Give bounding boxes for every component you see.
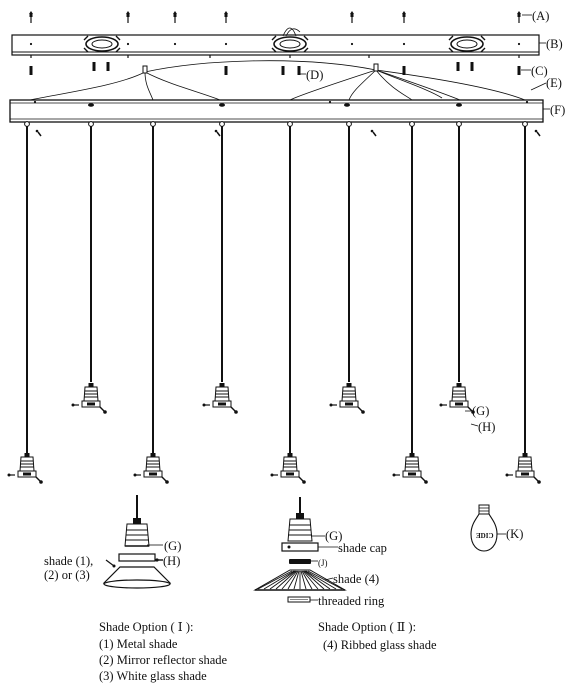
bracket-ring bbox=[448, 35, 486, 53]
label-h-main: (H) bbox=[478, 420, 496, 434]
option1-item-2: (2) Mirror reflector shade bbox=[99, 653, 228, 667]
edison-bulb-icon bbox=[470, 504, 506, 552]
option2-item-1: (4) Ribbed glass shade bbox=[323, 638, 437, 652]
label-e: (E) bbox=[546, 76, 562, 90]
bracket-ring bbox=[83, 35, 121, 53]
label-f: (F) bbox=[550, 103, 566, 117]
label-g-main: (G) bbox=[472, 404, 490, 418]
shade-option-2-assembly bbox=[253, 497, 347, 603]
canopy-bar-b bbox=[11, 27, 540, 58]
option2-title: Shade Option ( Ⅱ ): bbox=[318, 620, 417, 634]
bar-screws bbox=[35, 129, 541, 137]
label-j: (J) bbox=[318, 558, 328, 568]
label-a: (A) bbox=[532, 9, 550, 23]
option1-item-1: (1) Metal shade bbox=[99, 637, 178, 651]
pendant-sockets bbox=[6, 382, 542, 485]
wires-top bbox=[29, 60, 526, 101]
label-shade-opt1-line2: (2) or (3) bbox=[44, 568, 90, 582]
label-g-opt2: (G) bbox=[325, 529, 343, 543]
label-c: (C) bbox=[531, 64, 548, 78]
main-bar-f bbox=[9, 99, 544, 123]
cord-caps bbox=[24, 121, 528, 127]
label-shade-cap: shade cap bbox=[338, 541, 387, 555]
label-shade4: shade (4) bbox=[333, 572, 380, 586]
label-shade-opt1-line1: shade (1), bbox=[44, 554, 94, 568]
option1-title: Shade Option ( Ⅰ ): bbox=[99, 620, 194, 634]
ribbed-shade bbox=[253, 569, 347, 591]
shade-option-1-assembly bbox=[102, 495, 172, 589]
bracket-ring bbox=[271, 35, 309, 53]
option1-item-3: (3) White glass shade bbox=[99, 669, 207, 683]
label-b: (B) bbox=[546, 37, 563, 51]
label-k: (K) bbox=[506, 527, 524, 541]
label-h-opt1: (H) bbox=[163, 554, 181, 568]
mounting-bolts bbox=[29, 11, 521, 23]
label-threaded-ring: threaded ring bbox=[318, 594, 385, 608]
bulb-text: ƎDIƆ bbox=[476, 532, 494, 540]
label-g-opt1: (G) bbox=[164, 539, 182, 553]
spacers bbox=[29, 62, 521, 75]
label-d: (D) bbox=[306, 68, 324, 82]
pendant-cords bbox=[26, 122, 526, 453]
